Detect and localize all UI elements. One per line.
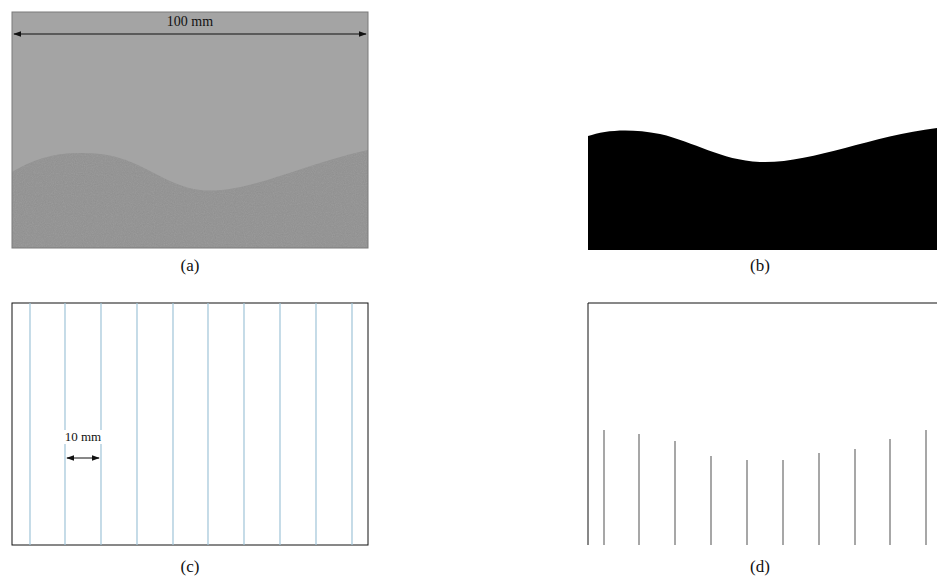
panel-border xyxy=(12,12,368,248)
grid-lines xyxy=(30,303,352,545)
panel-label: (b) xyxy=(748,257,772,276)
dimension-label: 10 mm xyxy=(63,430,103,444)
dimension-arrow xyxy=(67,458,99,459)
panel-border xyxy=(12,303,368,545)
profile-lines xyxy=(604,430,926,545)
panel-label: (d) xyxy=(748,558,772,577)
water-region xyxy=(12,12,368,248)
dimension-label: 100 mm xyxy=(165,14,215,29)
panel-border xyxy=(588,303,937,304)
panel-border xyxy=(588,303,589,545)
binary-panel xyxy=(588,128,937,250)
sediment-region xyxy=(12,150,368,248)
binary-sediment xyxy=(588,128,937,250)
panel-label: (a) xyxy=(179,257,202,276)
grid-panel xyxy=(12,303,368,545)
profile-panel xyxy=(588,303,937,545)
panel-label: (c) xyxy=(179,558,202,577)
dimension-arrow xyxy=(14,34,366,35)
photo-panel xyxy=(12,12,368,248)
